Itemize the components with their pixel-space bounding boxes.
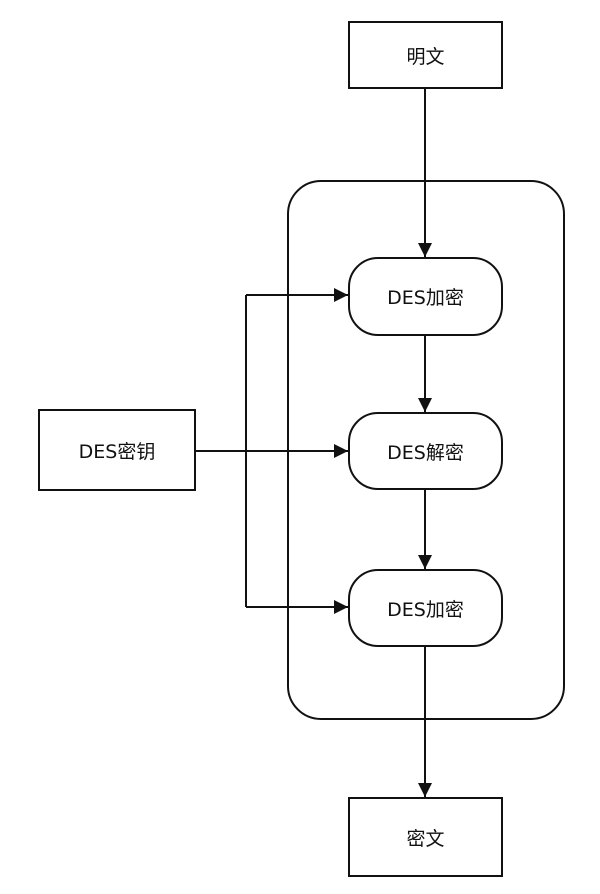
plaintext-box: 明文 (348, 21, 503, 89)
plaintext-label: 明文 (406, 45, 445, 68)
des-decrypt-step-label: DES解密 (387, 441, 464, 464)
des-encrypt-step-1-label: DES加密 (387, 287, 464, 309)
des-encrypt-step-2-label: DES加密 (387, 598, 464, 621)
ciphertext-box: 密文 (348, 797, 503, 877)
des-key-label: DES密钥 (78, 440, 156, 463)
des-decrypt-step: DES解密 (348, 412, 503, 490)
ciphertext-label: 密文 (406, 827, 445, 850)
des-encrypt-step-1: DES加密 (348, 257, 503, 336)
des-key-box: DES密钥 (38, 409, 196, 491)
des-encrypt-step-2: DES加密 (348, 569, 503, 647)
